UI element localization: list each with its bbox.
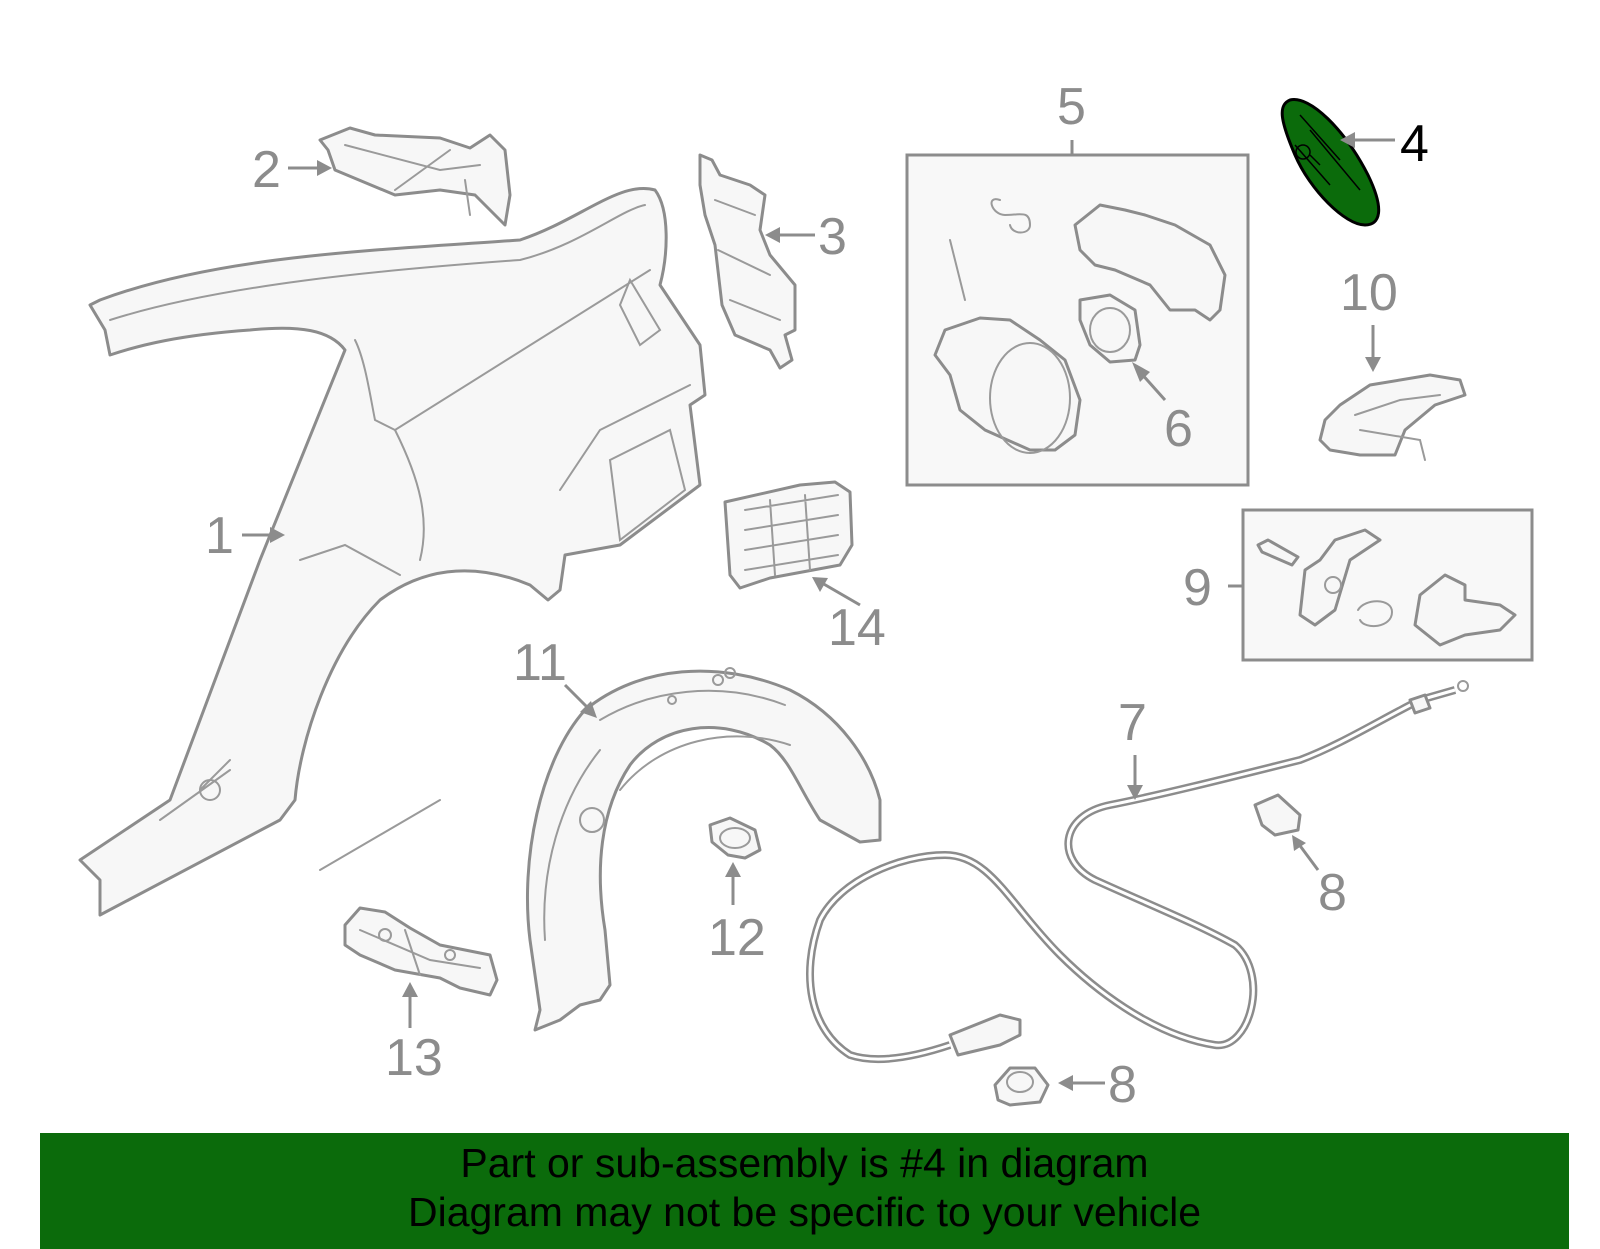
callout-8-lower: 8 bbox=[1108, 1056, 1137, 1114]
part-1-quarter-panel bbox=[78, 187, 707, 917]
callout-13: 13 bbox=[385, 1029, 443, 1087]
callout-4: 4 bbox=[1400, 115, 1429, 173]
callout-8-upper: 8 bbox=[1318, 864, 1347, 922]
leader-arrows bbox=[242, 132, 1395, 1091]
callout-10: 10 bbox=[1340, 264, 1398, 322]
part-6-arrow bbox=[1132, 362, 1167, 401]
callout-5: 5 bbox=[1057, 78, 1086, 136]
part-2-bracket bbox=[318, 126, 512, 227]
callout-9: 9 bbox=[1183, 559, 1212, 617]
footer-line-2: Diagram may not be specific to your vehi… bbox=[407, 1189, 1201, 1235]
part-8-clip-lower bbox=[993, 1066, 1050, 1107]
part-11-wheel-liner bbox=[526, 667, 882, 1032]
part-4-fuel-door-highlighted bbox=[1280, 98, 1381, 227]
part-13-bracket bbox=[343, 906, 499, 997]
footer-line-1: Part or sub-assembly is #4 in diagram bbox=[460, 1140, 1149, 1186]
callout-3: 3 bbox=[818, 208, 847, 266]
callout-1: 1 bbox=[205, 507, 234, 565]
callout-2: 2 bbox=[252, 141, 281, 199]
callout-11: 11 bbox=[513, 634, 567, 692]
part-10-housing bbox=[1318, 373, 1467, 461]
callout-6: 6 bbox=[1164, 400, 1193, 458]
part-9-lock-assembly bbox=[1228, 508, 1534, 662]
part-5-fuel-door-assembly bbox=[905, 140, 1250, 487]
callout-7: 7 bbox=[1118, 694, 1147, 752]
part-12-clip bbox=[708, 816, 762, 860]
footer-banner: Part or sub-assembly is #4 in diagram Di… bbox=[40, 1133, 1569, 1249]
callout-12: 12 bbox=[708, 909, 766, 967]
callout-14: 14 bbox=[828, 599, 886, 657]
part-14-vent bbox=[723, 480, 854, 590]
part-7-release-cable bbox=[806, 680, 1469, 1064]
part-8-clip-upper bbox=[1253, 793, 1302, 837]
part-3-reinforcement bbox=[698, 153, 797, 370]
